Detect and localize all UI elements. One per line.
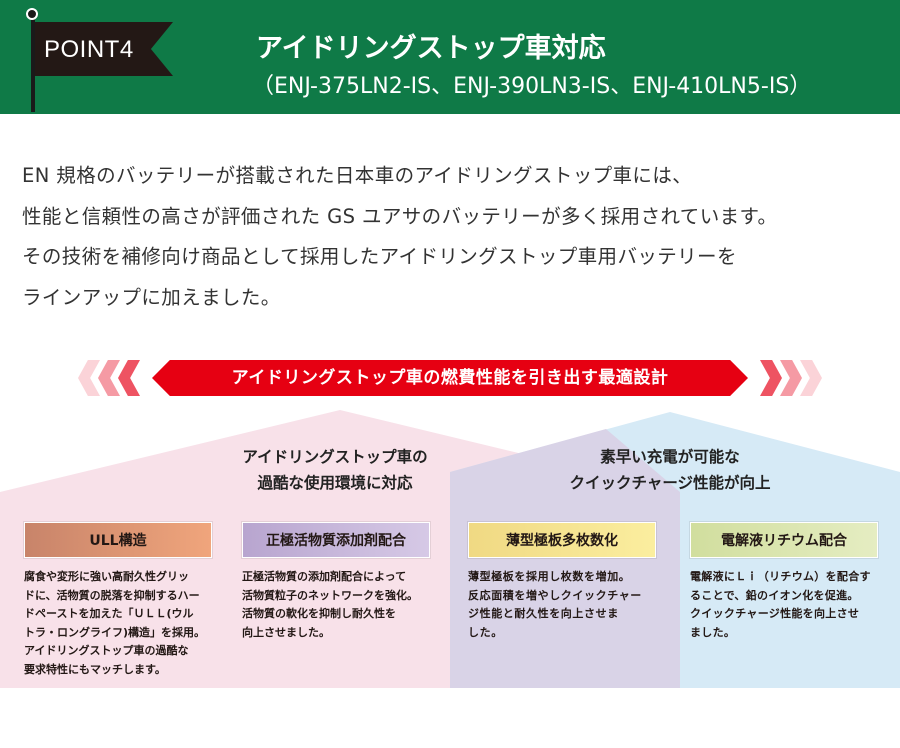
page-title: アイドリングストップ車対応 [256, 33, 606, 64]
desc-line: ドペーストを加えた「ＵＬＬ(ウル [24, 607, 194, 620]
feature-label-lithium: 電解液リチウム配合 [690, 522, 878, 558]
desc-line: ました。 [690, 625, 736, 639]
feature-desc-lithium: 電解液にＬｉ（リチウム）を配合す ることで、鉛のイオン化を促進。 クイックチャー… [690, 568, 886, 642]
flag-pole-knob [26, 8, 38, 20]
chevron-right-icon [800, 360, 822, 396]
flag-pole [31, 14, 35, 112]
point-label: POINT4 [44, 36, 134, 63]
feature-desc-thin-plate: 薄型極板を採用し枚数を増加。 反応面積を増やしクイックチャー ジ性能と耐久性を向… [468, 568, 664, 642]
desc-line: 腐食や変形に強い高耐久性グリッ [24, 570, 189, 583]
section-title-line: 素早い充電が可能な [600, 448, 740, 466]
chevron-left-icon [118, 360, 140, 396]
desc-line: ドに、活物質の脱落を抑制するハー [24, 588, 200, 602]
intro-line: 性能と信頼性の高さが評価された GS ユアサのバッテリーが多く採用されています。 [22, 204, 778, 228]
desc-line: アイドリングストップ車の過酷な [24, 644, 189, 657]
page-subtitle: （ENJ-375LN2-IS、ENJ-390LN3-IS、ENJ-410LN5-… [252, 74, 812, 99]
desc-line: 反応面積を増やしクイックチャー [468, 588, 642, 602]
desc-line: 電解液にＬｉ（リチウム）を配合す [690, 570, 871, 583]
section-title-line: クイックチャージ性能が向上 [569, 474, 771, 492]
chevron-left-icon [98, 360, 120, 396]
desc-line: 活物質の軟化を抑制し耐久性を [242, 607, 396, 620]
banner-bar [152, 360, 748, 396]
desc-line: 薄型極板を採用し枚数を増加。 [468, 570, 631, 583]
chevron-right-icon [760, 360, 782, 396]
header-band: POINT4 アイドリングストップ車対応 （ENJ-375LN2-IS、ENJ-… [0, 0, 900, 114]
feature-desc-additive: 正極活物質の添加剤配合によって 活物質粒子のネットワークを強化。 活物質の軟化を… [242, 568, 438, 642]
desc-line: 活物質粒子のネットワークを強化。 [242, 588, 418, 602]
intro-line: EN 規格のバッテリーが搭載された日本車のアイドリングストップ車には、 [22, 164, 693, 187]
desc-line: ジ性能と耐久性を向上させま [468, 607, 619, 620]
section-title-line: アイドリングストップ車の [242, 448, 428, 466]
section-title-line: 過酷な使用環境に対応 [257, 474, 413, 492]
feature-label-thin-plate: 薄型極板多枚数化 [468, 522, 656, 558]
section-title-left: アイドリングストップ車の 過酷な使用環境に対応 [210, 444, 460, 496]
section-title-right: 素早い充電が可能な クイックチャージ性能が向上 [540, 444, 800, 496]
feature-label-ull: ULL構造 [24, 522, 212, 558]
desc-line: 正極活物質の添加剤配合によって [242, 570, 407, 583]
desc-line: ることで、鉛のイオン化を促進。 [690, 588, 859, 602]
chevron-right-icon [780, 360, 802, 396]
desc-line: クイックチャージ性能を向上させ [690, 607, 860, 620]
desc-line: トラ・ロングライフ)構造」を採用。 [24, 625, 206, 639]
desc-line: した。 [468, 625, 503, 639]
flag-icon [35, 22, 173, 76]
overlap-shape [450, 429, 680, 688]
intro-line: ラインアップに加えました。 [22, 285, 281, 309]
feature-desc-ull: 腐食や変形に強い高耐久性グリッ ドに、活物質の脱落を抑制するハー ドペーストを加… [24, 568, 220, 679]
feature-label-additive: 正極活物質添加剤配合 [242, 522, 430, 558]
desc-line: 向上させました。 [242, 625, 330, 639]
banner-text: アイドリングストップ車の燃費性能を引き出す最適設計 [231, 368, 669, 388]
intro-line: その技術を補修向け商品として採用したアイドリングストップ車用バッテリーを [22, 245, 737, 268]
chevron-left-icon [78, 360, 100, 396]
intro-paragraph: EN 規格のバッテリーが搭載された日本車のアイドリングストップ車には、 性能と信… [22, 156, 892, 318]
desc-line: 要求特性にもマッチします。 [24, 662, 166, 676]
